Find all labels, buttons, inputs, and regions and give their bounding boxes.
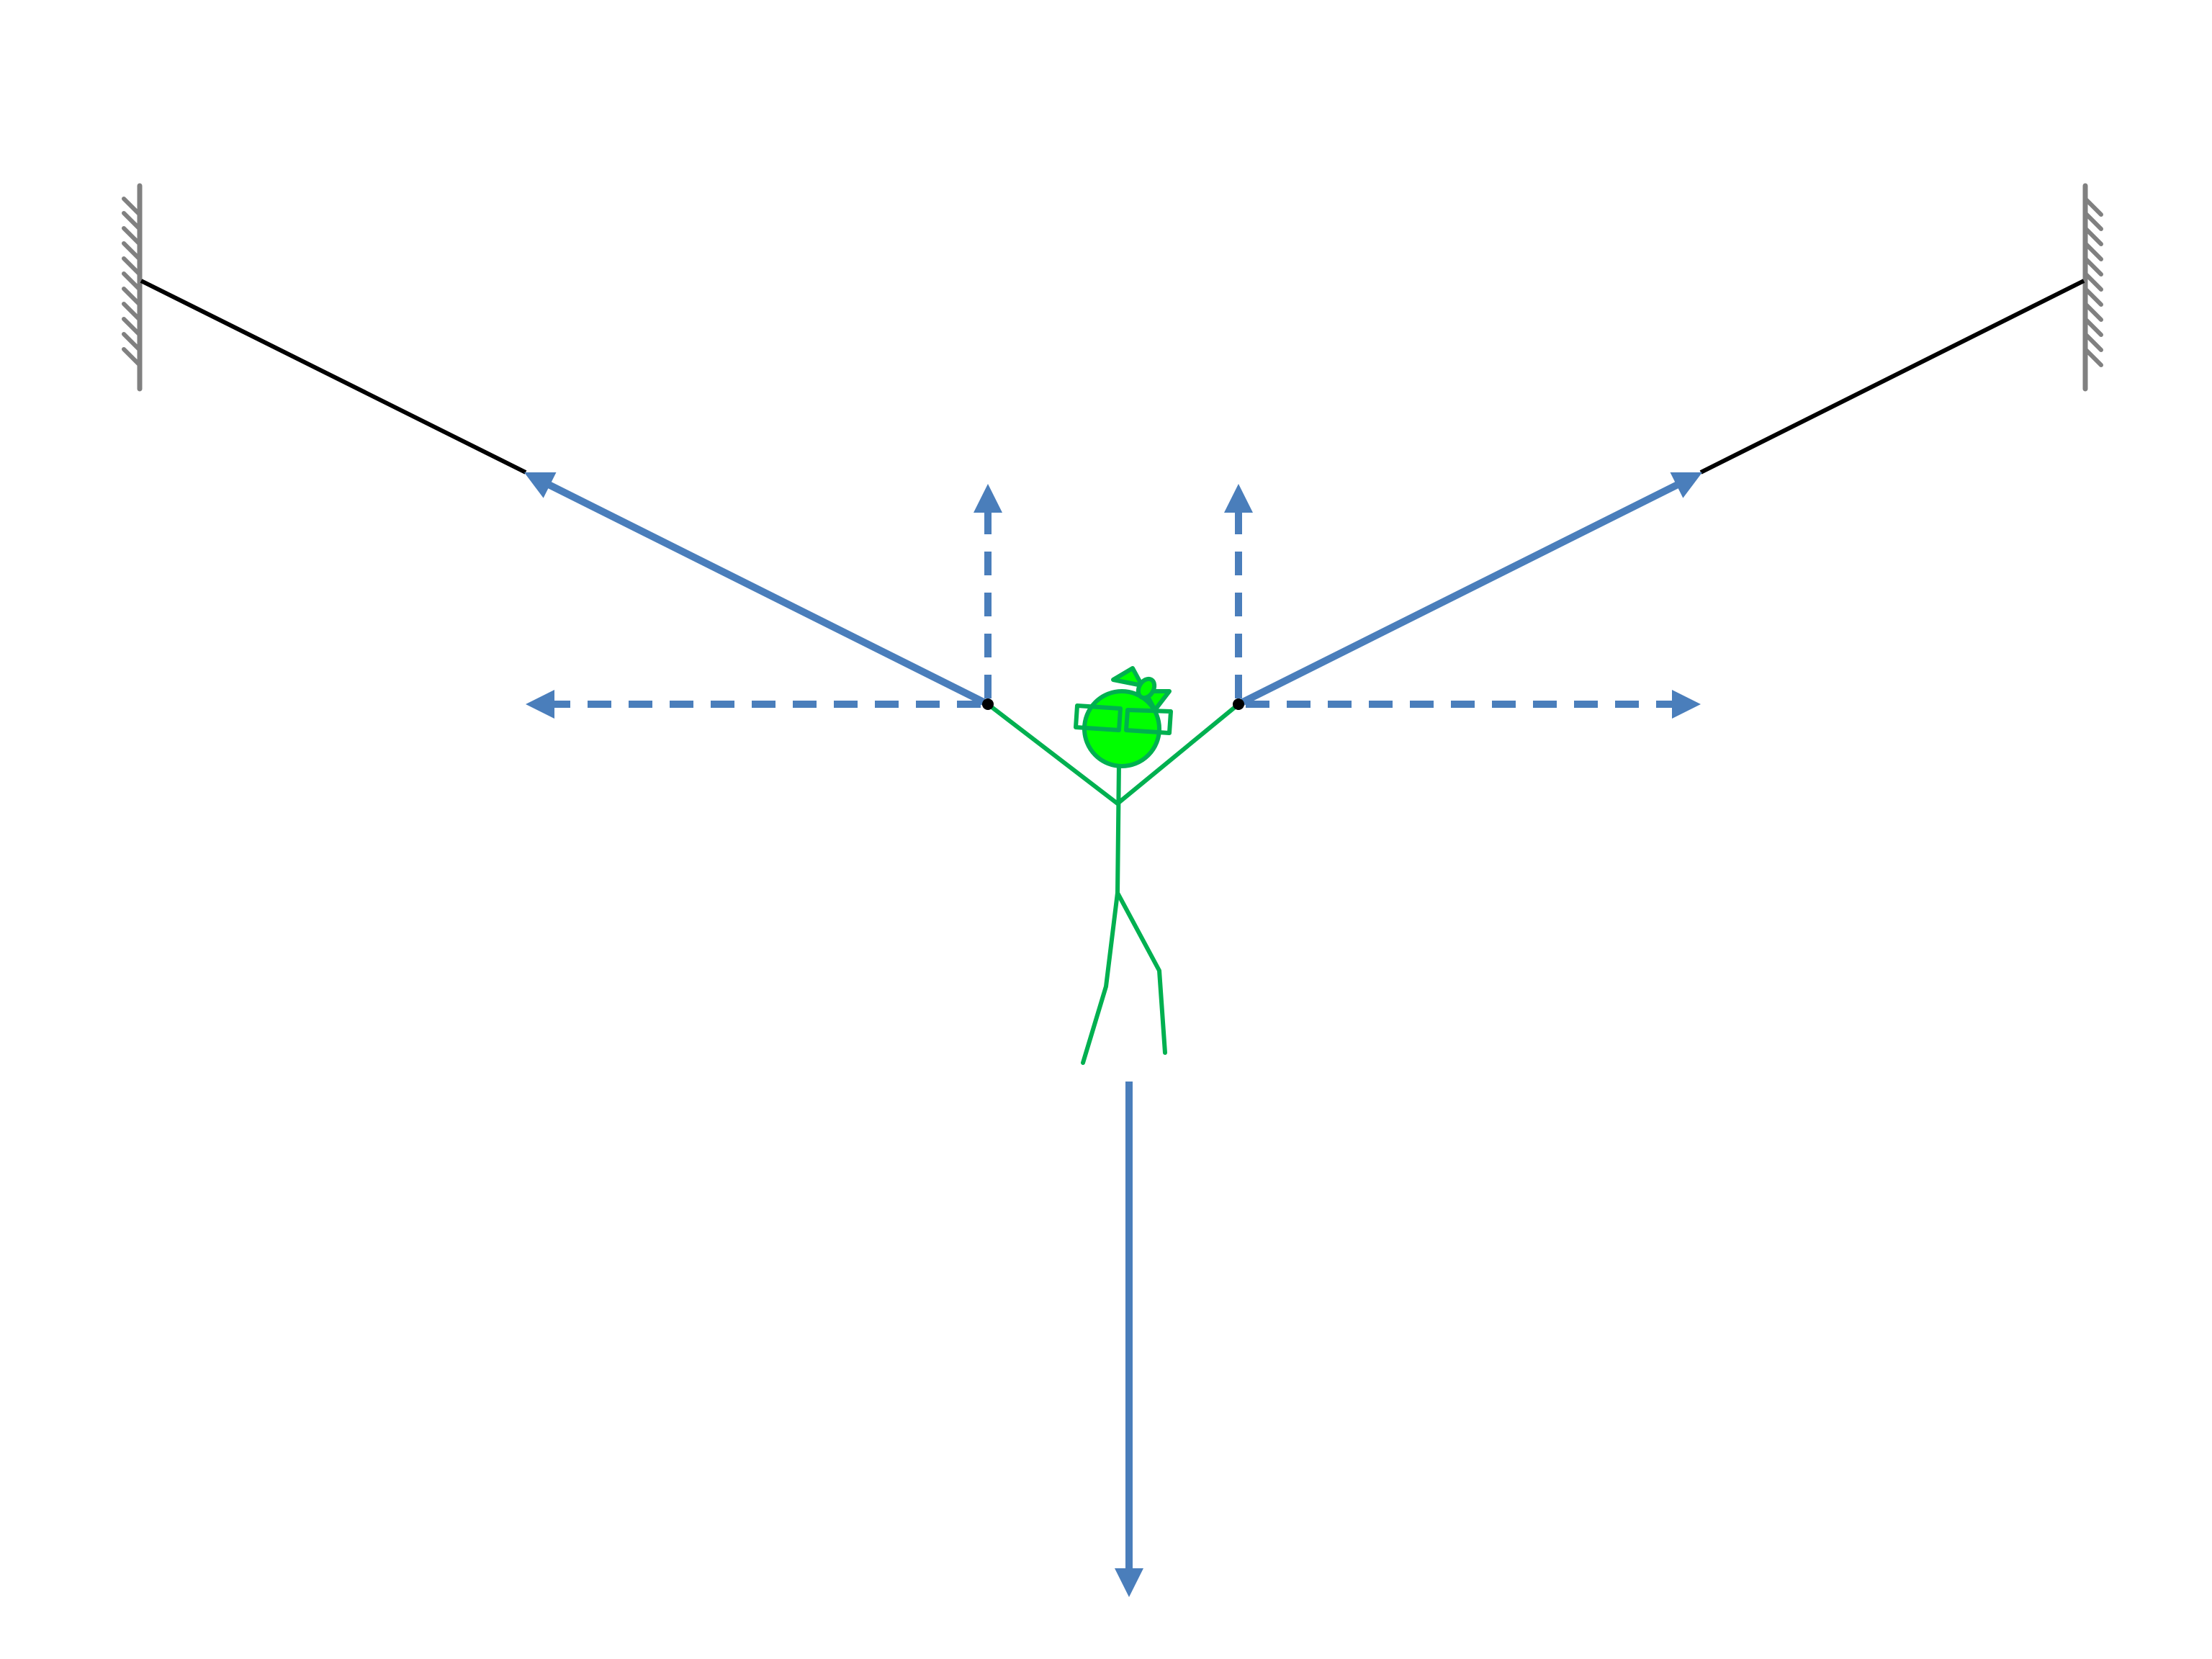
left-leg (1081, 891, 1120, 1065)
left-hand-joint (982, 698, 994, 710)
torso (1115, 761, 1121, 895)
right-cable (1699, 279, 2085, 475)
left-wall-hatching (122, 197, 142, 367)
right-wall-hatching (2083, 197, 2103, 367)
hair-icon (1111, 666, 1172, 712)
right-hand-joint (1233, 698, 1244, 710)
right-arm (1115, 702, 1241, 806)
right-wall-support (2082, 183, 2103, 392)
hair-bow-icon (1136, 676, 1157, 701)
glasses-icon (1074, 703, 1173, 735)
left-arm (986, 702, 1120, 806)
right-leg (1115, 891, 1167, 1055)
left-cable (140, 279, 527, 475)
left-tension-vector (523, 472, 990, 708)
stick-figure (986, 666, 1241, 1065)
left-wall-support (122, 183, 143, 392)
right-tension-vector (1236, 472, 1703, 708)
